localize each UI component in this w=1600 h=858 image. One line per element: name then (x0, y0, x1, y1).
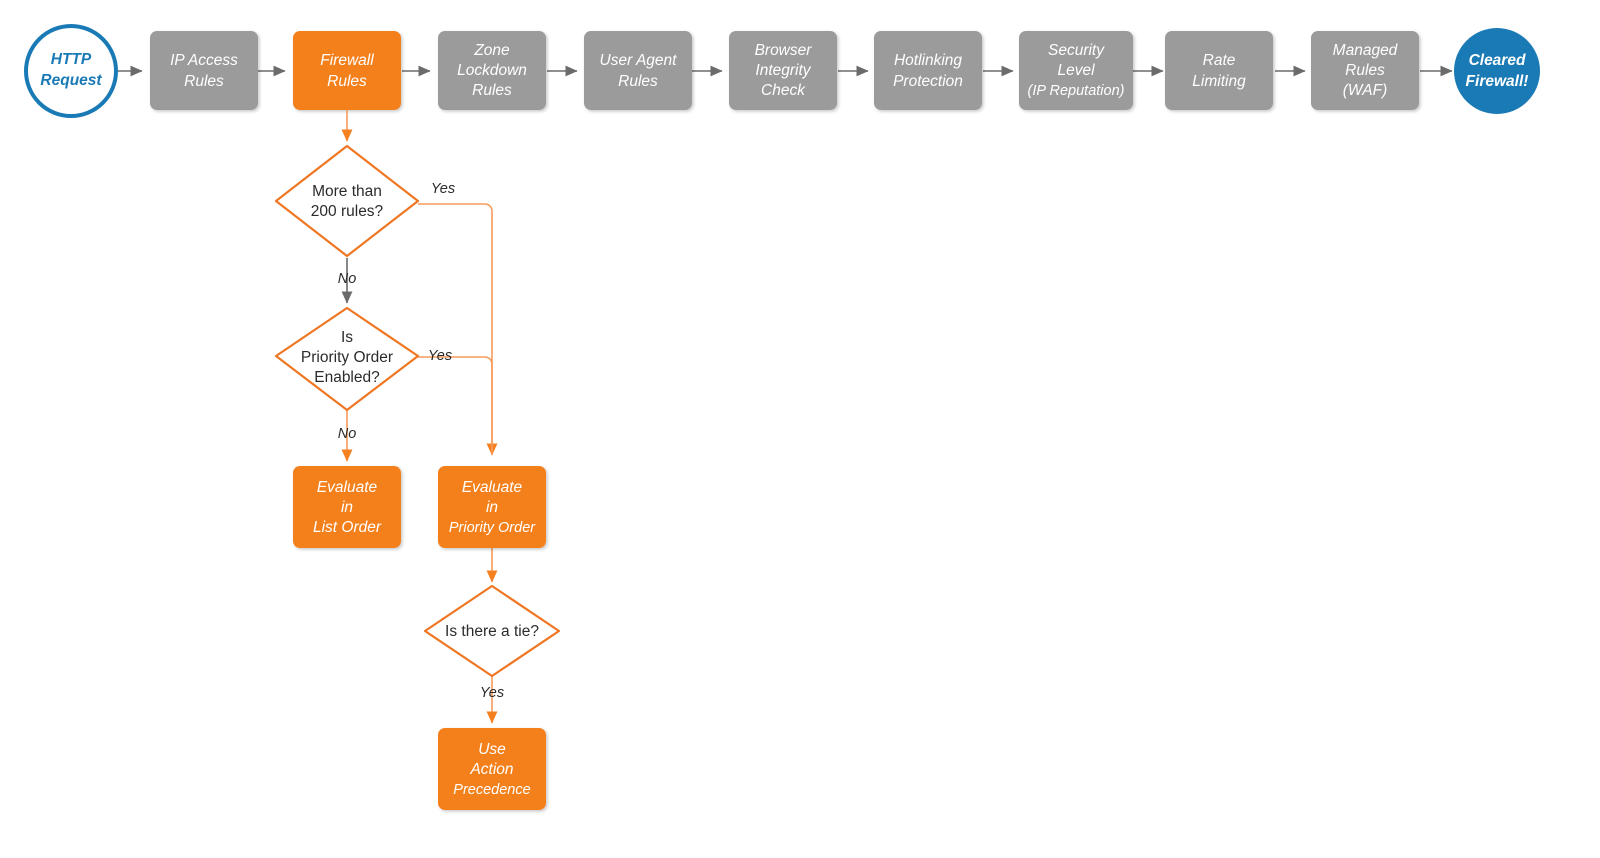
is-there-a-tie-diamond (423, 584, 561, 678)
managed-rules-waf-box (1311, 31, 1419, 110)
node-managed-rules-waf[interactable]: Managed Rules (WAF) (1311, 31, 1419, 110)
node-http-request[interactable]: HTTP Request (24, 24, 118, 118)
evaluate-in-list-order-box (293, 466, 401, 548)
cleared-firewall-circle (1454, 28, 1540, 114)
node-firewall-rules[interactable]: Firewall Rules (293, 31, 401, 110)
is-there-a-tie-label-line1: Is there a tie? (445, 623, 539, 640)
edge-label-decision1-no: No (338, 271, 357, 287)
managed-rules-waf-label-line3: (WAF) (1343, 82, 1387, 99)
more-than-200-rules-diamond (274, 144, 420, 258)
http-request-label-line2: Request (40, 72, 102, 89)
hotlinking-protection-label-line2: Protection (893, 73, 963, 90)
is-priority-order-enabled-label-line1: Is (341, 329, 353, 346)
rate-limiting-label-line1: Rate (1203, 52, 1236, 69)
is-priority-order-enabled-diamond (274, 306, 420, 412)
node-evaluate-in-priority-order[interactable]: Evaluate in Priority Order (438, 466, 546, 548)
use-action-precedence-box (438, 728, 546, 810)
more-than-200-rules-label-line2: 200 rules? (311, 203, 384, 220)
node-more-than-200-rules[interactable]: More than 200 rules? (274, 144, 420, 258)
ip-access-rules-label-line1: IP Access (170, 52, 238, 69)
edge-label-decision1-yes: Yes (431, 181, 455, 197)
edge-label-decision3-yes: Yes (480, 685, 504, 701)
firewall-rules-label-line2: Rules (327, 73, 367, 90)
node-is-priority-order-enabled[interactable]: Is Priority Order Enabled? (274, 306, 420, 412)
node-rate-limiting[interactable]: Rate Limiting (1165, 31, 1273, 110)
edge-label-decision2-no: No (338, 426, 357, 442)
security-level-box (1019, 31, 1133, 110)
edge-label-decision2-yes: Yes (428, 348, 452, 364)
user-agent-rules-label-line1: User Agent (600, 52, 678, 69)
node-browser-integrity-check[interactable]: Browser Integrity Check (729, 31, 837, 110)
managed-rules-waf-label-line1: Managed (1333, 42, 1399, 59)
browser-integrity-check-label-line2: Integrity (755, 62, 811, 79)
detail-branch-connectors (341, 110, 498, 724)
rate-limiting-label-line2: Limiting (1192, 73, 1246, 90)
is-priority-order-enabled-label-line3: Enabled? (314, 369, 380, 386)
evaluate-in-list-order-label-line2: in (341, 499, 353, 516)
evaluate-in-list-order-label-line1: Evaluate (317, 479, 378, 496)
ip-access-rules-label-line2: Rules (184, 73, 224, 90)
zone-lockdown-rules-label-line3: Rules (472, 82, 512, 99)
browser-integrity-check-label-line3: Check (761, 82, 806, 99)
zone-lockdown-rules-box (438, 31, 546, 110)
node-zone-lockdown-rules[interactable]: Zone Lockdown Rules (438, 31, 546, 110)
node-ip-access-rules[interactable]: IP Access Rules (150, 31, 258, 110)
firewall-rules-label-line1: Firewall (320, 52, 374, 69)
evaluate-in-priority-order-box (438, 466, 546, 548)
rate-limiting-box (1165, 31, 1273, 110)
managed-rules-waf-label-line2: Rules (1345, 62, 1385, 79)
security-level-label-line2: Level (1057, 62, 1095, 79)
use-action-precedence-label-line2: Action (469, 761, 513, 778)
hotlinking-protection-box (874, 31, 982, 110)
node-security-level[interactable]: Security Level (IP Reputation) (1019, 31, 1133, 110)
user-agent-rules-box (584, 31, 692, 110)
connector-decision2-yes (418, 356, 493, 455)
node-evaluate-in-list-order[interactable]: Evaluate in List Order (293, 466, 401, 548)
browser-integrity-check-box (729, 31, 837, 110)
evaluate-in-priority-order-label-line3: Priority Order (449, 520, 536, 536)
http-request-label-line1: HTTP (51, 51, 92, 68)
http-request-circle (24, 24, 118, 118)
edge-labels: Yes No Yes No Yes (338, 181, 504, 701)
cleared-firewall-label-line1: Cleared (1469, 52, 1526, 69)
ip-access-rules-box (150, 31, 258, 110)
evaluate-in-priority-order-label-line2: in (486, 499, 498, 516)
cleared-firewall-label-line2: Firewall! (1466, 73, 1529, 90)
node-user-agent-rules[interactable]: User Agent Rules (584, 31, 692, 110)
node-cleared-firewall[interactable]: Cleared Firewall! (1454, 28, 1540, 114)
use-action-precedence-label-line1: Use (478, 741, 506, 758)
is-priority-order-enabled-label-line2: Priority Order (301, 349, 393, 366)
security-level-label-line1: Security (1048, 42, 1105, 59)
zone-lockdown-rules-label-line2: Lockdown (457, 62, 527, 79)
more-than-200-rules-label-line1: More than (312, 183, 382, 200)
node-hotlinking-protection[interactable]: Hotlinking Protection (874, 31, 982, 110)
node-use-action-precedence[interactable]: Use Action Precedence (438, 728, 546, 810)
node-is-there-a-tie[interactable]: Is there a tie? (423, 584, 561, 678)
zone-lockdown-rules-label-line1: Zone (473, 42, 510, 59)
evaluate-in-list-order-label-line3: List Order (313, 519, 382, 536)
connector-decision1-yes (418, 203, 498, 456)
security-level-label-line3: (IP Reputation) (1028, 83, 1125, 99)
browser-integrity-check-label-line1: Browser (755, 42, 813, 59)
hotlinking-protection-label-line1: Hotlinking (894, 52, 962, 69)
use-action-precedence-label-line3: Precedence (453, 782, 530, 798)
user-agent-rules-label-line2: Rules (618, 73, 658, 90)
evaluate-in-priority-order-label-line1: Evaluate (462, 479, 523, 496)
firewall-rules-box (293, 31, 401, 110)
